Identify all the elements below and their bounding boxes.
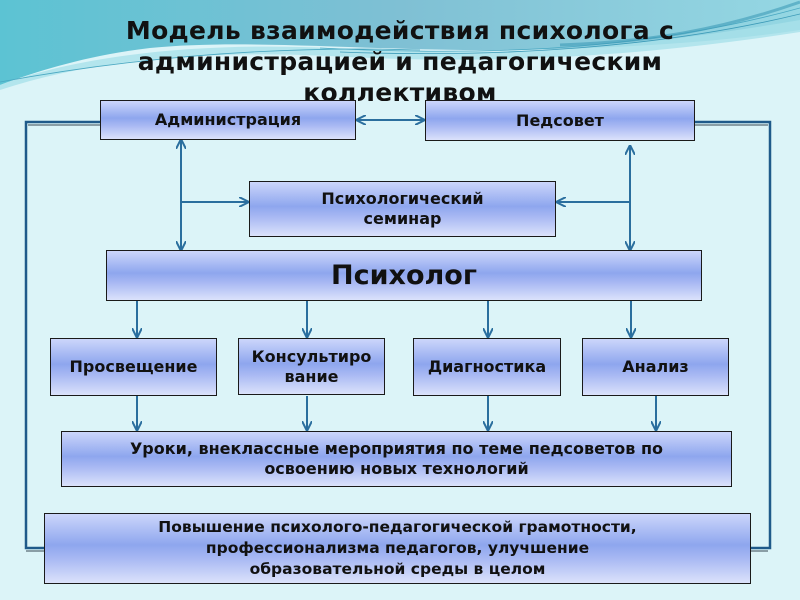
node-psychologist: Психолог xyxy=(106,250,702,301)
node-outcome: Повышение психолого-педагогической грамо… xyxy=(44,513,751,584)
node-psychological-seminar: Психологический семинар xyxy=(249,181,556,237)
node-enlightenment: Просвещение xyxy=(50,338,217,396)
node-pedsovet: Педсовет xyxy=(425,100,695,141)
node-administration: Администрация xyxy=(100,100,356,140)
node-lessons: Уроки, внеклассные мероприятия по теме п… xyxy=(61,431,732,487)
node-diagnostics: Диагностика xyxy=(413,338,561,396)
slide-title: Модель взаимодействия психолога с админи… xyxy=(125,16,675,101)
node-analysis: Анализ xyxy=(582,338,729,396)
node-consulting: Консультирование xyxy=(238,338,385,395)
